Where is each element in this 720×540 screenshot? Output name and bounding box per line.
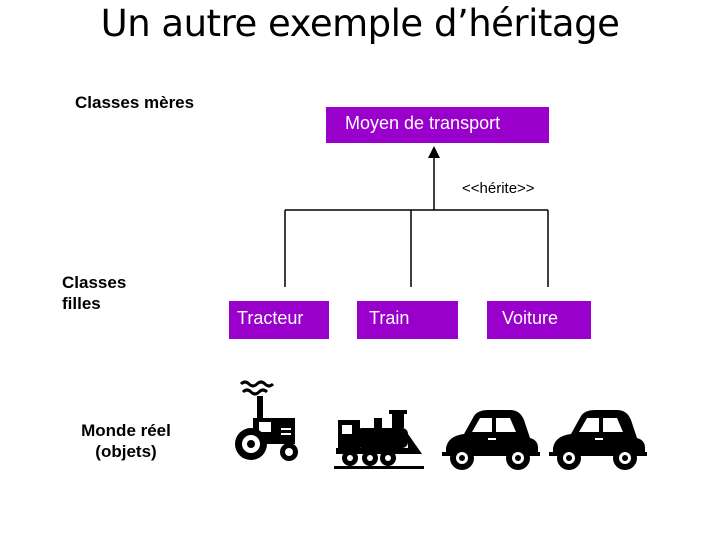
stereotype-label: <<hérite>> [462, 180, 535, 197]
label-child-classes: Classes filles [62, 273, 127, 313]
slide-title: Un autre exemple d’héritage [100, 2, 620, 45]
class-box-voiture: Voiture [487, 301, 591, 339]
train-icon [334, 410, 424, 469]
car-icon [549, 410, 647, 470]
label-parent-classes: Classes mères [75, 93, 195, 112]
class-box-train: Train [357, 301, 458, 339]
tractor-icon [235, 380, 298, 461]
class-box-moyen-de-transport: Moyen de transport [326, 107, 549, 143]
class-box-tracteur: Tracteur [229, 301, 329, 339]
inheritance-arrowhead [428, 146, 440, 158]
car-icon [442, 410, 540, 470]
label-real-world: Monde réel (objets) [81, 421, 171, 461]
